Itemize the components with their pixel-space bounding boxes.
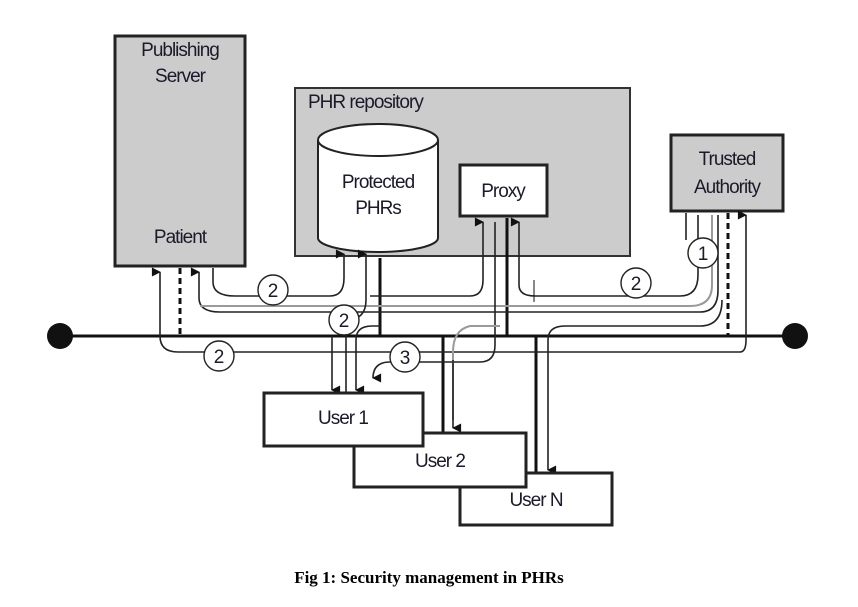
publishing-server-title-2: Server [155,66,207,87]
bus-endpoint-right [782,323,808,349]
svg-text:2: 2 [339,311,350,332]
network-bus [47,323,808,349]
step-label-2-bus: 2 [203,340,235,372]
step-label-3: 3 [389,341,421,373]
step-label-2-patient: 2 [257,274,289,306]
patient-label: Patient [154,227,208,248]
svg-text:User 2: User 2 [415,451,465,472]
protected-phrs-database: Protected PHRs [317,123,439,253]
user-1: User 1 [262,391,425,448]
svg-text:2: 2 [268,281,279,302]
bus-endpoint-left [47,323,73,349]
svg-text:3: 3 [400,348,411,369]
figure-caption: Fig 1: Security management in PHRs [294,568,564,587]
publishing-server: Publishing Server Patient [113,34,247,268]
svg-text:2: 2 [631,274,642,295]
step-label-2-user1: 2 [328,304,360,336]
protected-phrs-label-1: Protected [342,172,415,193]
step-label-1: 1 [687,237,719,269]
trusted-authority-label-1: Trusted [699,149,756,170]
phr-repository-title: PHR repository [308,92,424,113]
svg-text:2: 2 [214,347,225,368]
svg-text:User 1: User 1 [318,408,368,429]
step-label-2-proxy: 2 [620,267,652,299]
proxy: Proxy [458,163,549,218]
publishing-server-title-1: Publishing [141,40,219,61]
proxy-label: Proxy [481,181,526,202]
trusted-authority-label-2: Authority [694,177,761,198]
svg-text:1: 1 [698,244,709,265]
trusted-authority: Trusted Authority [669,133,785,213]
svg-text:User N: User N [509,490,562,511]
protected-phrs-label-2: PHRs [355,198,401,219]
